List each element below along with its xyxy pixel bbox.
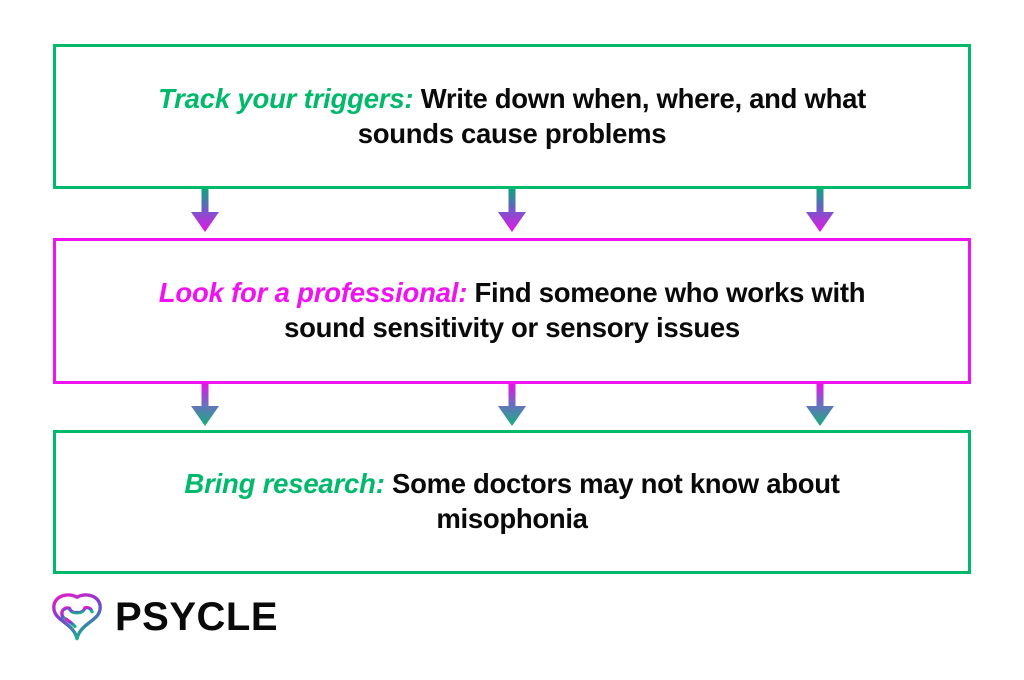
flow-step-lead-2: Look for a professional: <box>158 277 468 309</box>
flow-step-box-2: Look for a professional: Find someone wh… <box>53 238 971 384</box>
flow-step-text-1: Track your triggers: Write down when, wh… <box>132 82 892 151</box>
brain-outline-icon <box>52 593 102 641</box>
flow-step-lead-3: Bring research: <box>184 468 385 500</box>
arrow-down-icon <box>803 189 837 233</box>
flow-step-body-2: Find someone who works with sound sensit… <box>284 277 866 343</box>
brand-logo: PSYCLE <box>50 592 278 642</box>
arrow-down-icon <box>188 383 222 427</box>
flow-step-lead-1: Track your triggers: <box>158 82 414 114</box>
arrow-down-icon <box>495 189 529 233</box>
arrow-down-icon <box>803 383 837 427</box>
arrow-down-icon <box>495 383 529 427</box>
flow-step-box-1: Track your triggers: Write down when, wh… <box>53 44 971 189</box>
logo-wordmark: PSYCLE <box>115 595 279 639</box>
arrow-down-icon <box>188 189 222 233</box>
flow-step-text-3: Bring research: Some doctors may not kno… <box>132 467 892 536</box>
flow-step-box-3: Bring research: Some doctors may not kno… <box>53 430 971 574</box>
flow-step-text-2: Look for a professional: Find someone wh… <box>132 276 892 345</box>
flow-step-body-1: Write down when, where, and what sounds … <box>357 82 867 149</box>
flow-step-body-3: Some doctors may not know about misophon… <box>384 468 840 534</box>
